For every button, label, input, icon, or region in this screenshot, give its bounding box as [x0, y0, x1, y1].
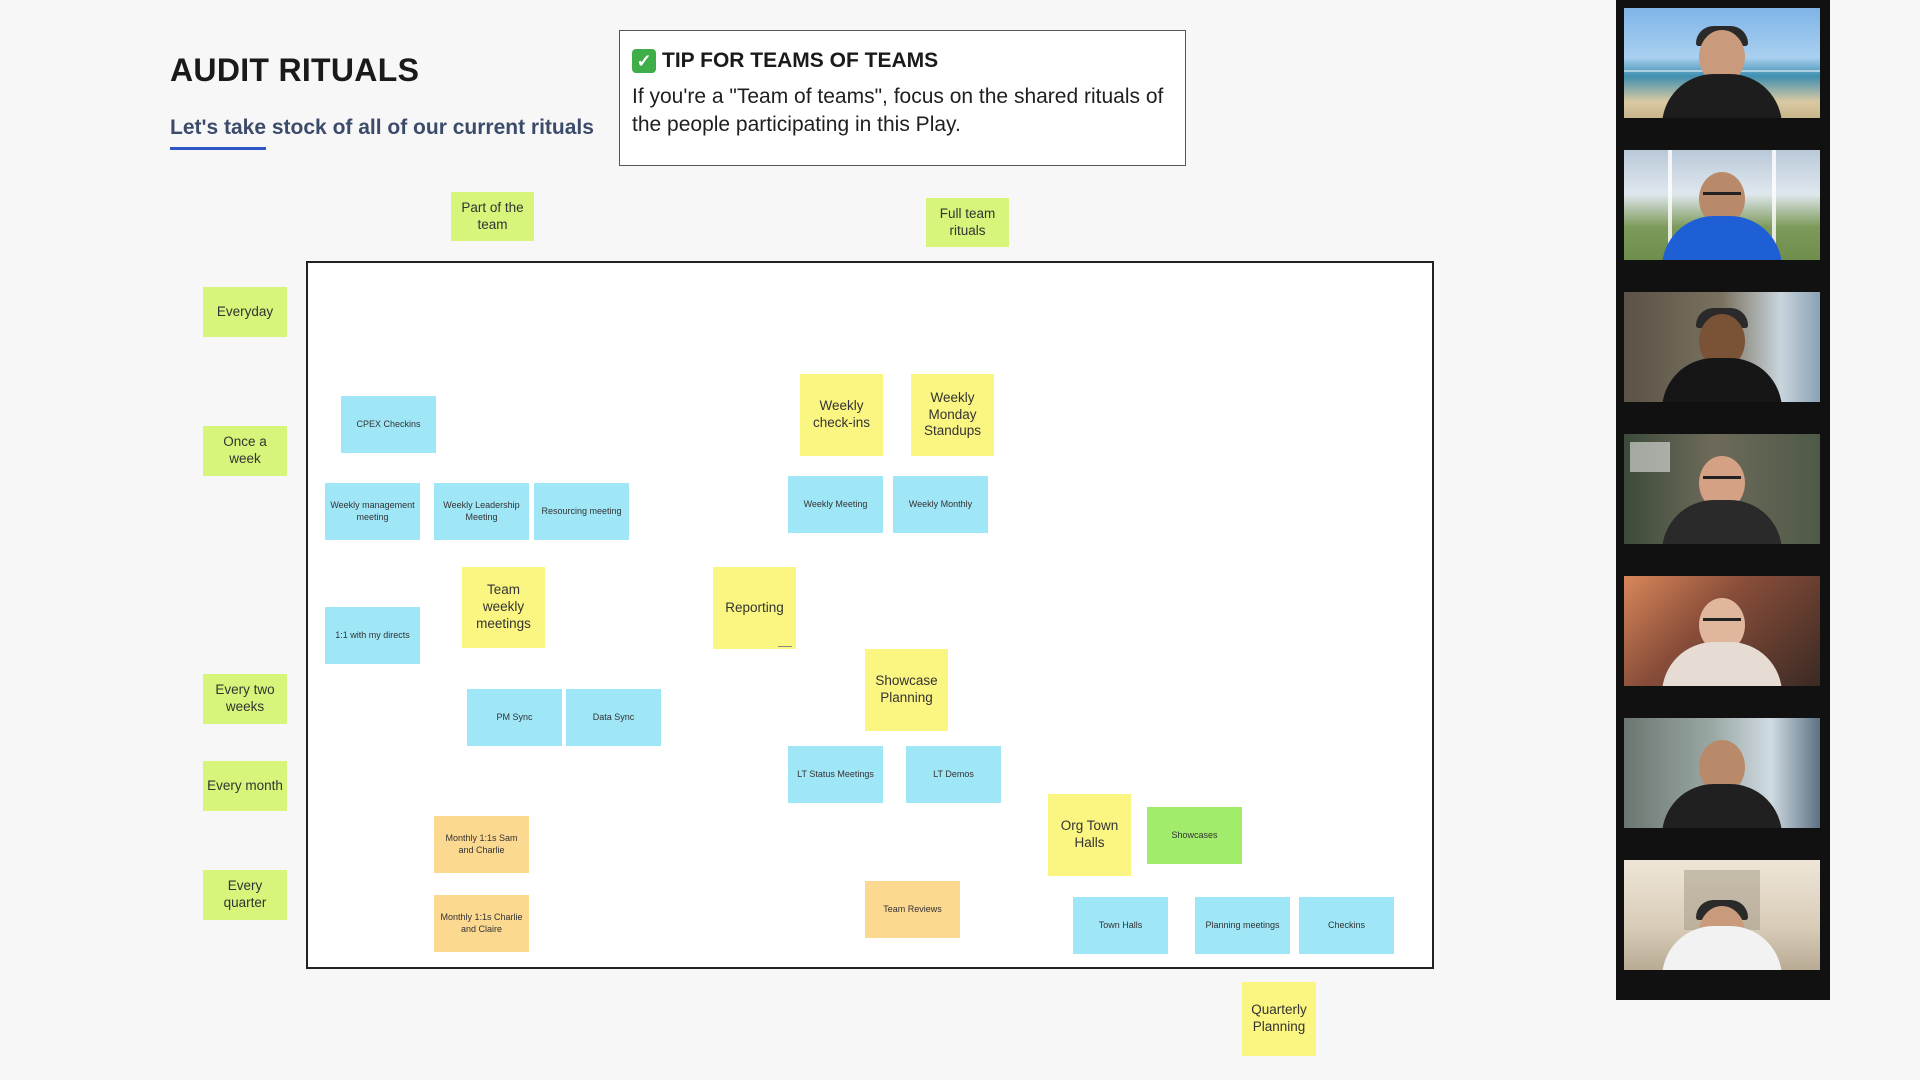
sticky-every-quarter[interactable]: Every quarter — [203, 870, 287, 920]
page-subtitle: Let's take stock of all of our current r… — [170, 116, 594, 139]
sticky-weekly-monthly[interactable]: Weekly Monthly — [893, 476, 988, 533]
sticky-reporting[interactable]: Reporting — [713, 567, 796, 649]
participant-body — [1662, 642, 1782, 686]
participant-body — [1662, 784, 1782, 828]
participant-video-tile[interactable] — [1624, 718, 1820, 828]
sticky-weekly-monday-standups[interactable]: Weekly Monday Standups — [911, 374, 994, 456]
sticky-pm-sync[interactable]: PM Sync — [467, 689, 562, 746]
window-frame — [1668, 150, 1672, 260]
sticky-weekly-leadership-meeting[interactable]: Weekly Leadership Meeting — [434, 483, 529, 540]
participant-video-tile[interactable] — [1624, 434, 1820, 544]
participant-body — [1662, 500, 1782, 544]
sticky-once-a-week[interactable]: Once a week — [203, 426, 287, 476]
sticky-org-town-halls[interactable]: Org Town Halls — [1048, 794, 1131, 876]
sticky-checkins[interactable]: Checkins — [1299, 897, 1394, 954]
glasses-icon — [1703, 618, 1741, 631]
sticky-every-month[interactable]: Every month — [203, 761, 287, 811]
sticky-quarterly-planning[interactable]: Quarterly Planning — [1242, 982, 1316, 1056]
sticky-team-weekly-meetings[interactable]: Team weekly meetings — [462, 567, 545, 648]
sticky-showcases[interactable]: Showcases — [1147, 807, 1242, 864]
sticky-everyday[interactable]: Everyday — [203, 287, 287, 337]
subtitle-underline — [170, 147, 266, 150]
sticky-monthly-charlie-claire[interactable]: Monthly 1:1s Charlie and Claire — [434, 895, 529, 952]
sticky-monthly-sam-charlie[interactable]: Monthly 1:1s Sam and Charlie — [434, 816, 529, 873]
sticky-team-reviews[interactable]: Team Reviews — [865, 881, 960, 938]
video-participants-panel — [1616, 0, 1830, 1000]
tip-title: TIP FOR TEAMS OF TEAMS — [662, 49, 939, 72]
sticky-every-two-weeks[interactable]: Every two weeks — [203, 674, 287, 724]
sticky-lt-status-meetings[interactable]: LT Status Meetings — [788, 746, 883, 803]
sticky-weekly-management-meeting[interactable]: Weekly management meeting — [325, 483, 420, 540]
participant-video-tile[interactable] — [1624, 292, 1820, 402]
participant-body — [1662, 926, 1782, 970]
sticky-planning-meetings[interactable]: Planning meetings — [1195, 897, 1290, 954]
ritual-board[interactable]: CPEX Checkins Weekly management meeting … — [306, 261, 1434, 969]
participant-video-tile[interactable] — [1624, 576, 1820, 686]
sticky-lt-demos[interactable]: LT Demos — [906, 746, 1001, 803]
sticky-showcase-planning[interactable]: Showcase Planning — [865, 649, 948, 731]
participant-body — [1662, 216, 1782, 260]
participant-body — [1662, 358, 1782, 402]
tip-title-row: ✓ TIP FOR TEAMS OF TEAMS — [632, 49, 1173, 73]
window-frame — [1772, 150, 1776, 260]
sticky-weekly-meeting[interactable]: Weekly Meeting — [788, 476, 883, 533]
sticky-town-halls[interactable]: Town Halls — [1073, 897, 1168, 954]
sticky-cpex-checkins[interactable]: CPEX Checkins — [341, 396, 436, 453]
sticky-full-team-rituals[interactable]: Full team rituals — [926, 198, 1009, 247]
glasses-icon — [1703, 192, 1741, 205]
sticky-part-of-team[interactable]: Part of the team — [451, 192, 534, 241]
sticky-weekly-check-ins[interactable]: Weekly check-ins — [800, 374, 883, 456]
sticky-reporting-label: Reporting — [725, 599, 784, 615]
page-title: AUDIT RITUALS — [170, 52, 420, 88]
sticky-one-on-one-directs[interactable]: 1:1 with my directs — [325, 607, 420, 664]
tip-body: If you're a "Team of teams", focus on th… — [632, 85, 1164, 136]
participant-video-tile[interactable] — [1624, 8, 1820, 118]
check-mark-icon: ✓ — [632, 49, 656, 73]
resize-handle-icon[interactable] — [778, 646, 792, 647]
wall-art — [1630, 442, 1670, 472]
tip-box: ✓ TIP FOR TEAMS OF TEAMS If you're a "Te… — [619, 30, 1186, 166]
sticky-data-sync[interactable]: Data Sync — [566, 689, 661, 746]
participant-video-tile[interactable] — [1624, 860, 1820, 970]
participant-body — [1662, 74, 1782, 118]
sticky-resourcing-meeting[interactable]: Resourcing meeting — [534, 483, 629, 540]
glasses-icon — [1703, 476, 1741, 489]
participant-video-tile[interactable] — [1624, 150, 1820, 260]
